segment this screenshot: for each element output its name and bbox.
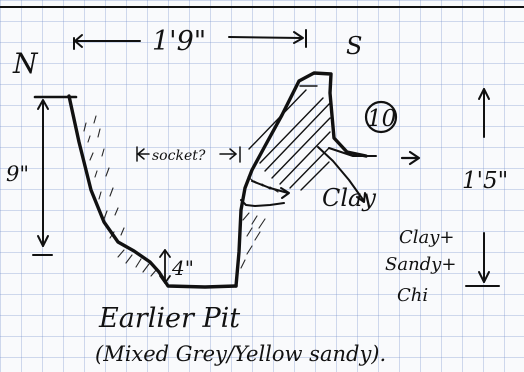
socket-annotation: socket? — [136, 146, 241, 164]
right-shoulder-line — [240, 199, 285, 207]
north-label: N — [12, 47, 39, 80]
top-width-measure: 1'9" — [73, 26, 307, 57]
bottom-step-label: 4" — [171, 256, 194, 280]
right-note-2: Sandy+ — [385, 254, 456, 275]
right-note-1: Clay+ — [399, 227, 455, 248]
socket-label: socket? — [152, 148, 206, 164]
south-label: S — [346, 32, 362, 60]
feature-number-marker: 10 — [364, 100, 398, 134]
pit-name-label: Earlier Pit — [98, 303, 240, 334]
clay-callout: Clay — [251, 146, 376, 212]
pit-outline-left — [67, 94, 238, 289]
bottom-step-measure: 4" — [159, 249, 194, 284]
top-width-label: 1'9" — [152, 26, 206, 57]
hatched-layer — [248, 85, 332, 191]
right-depth-measure: 1'5" — [462, 88, 508, 287]
fill-note-label: (Mixed Grey/Yellow sandy). — [95, 342, 386, 366]
speckle-fill — [83, 115, 279, 277]
clay-label: Clay — [322, 184, 376, 212]
right-depth-label: 1'5" — [462, 168, 508, 194]
feature-number-label: 10 — [367, 106, 396, 132]
pit-outline-right — [234, 71, 368, 288]
left-depth-label: 9" — [6, 162, 29, 186]
right-note-3: Chi — [397, 285, 428, 306]
left-depth-measure: 9" — [6, 95, 78, 256]
